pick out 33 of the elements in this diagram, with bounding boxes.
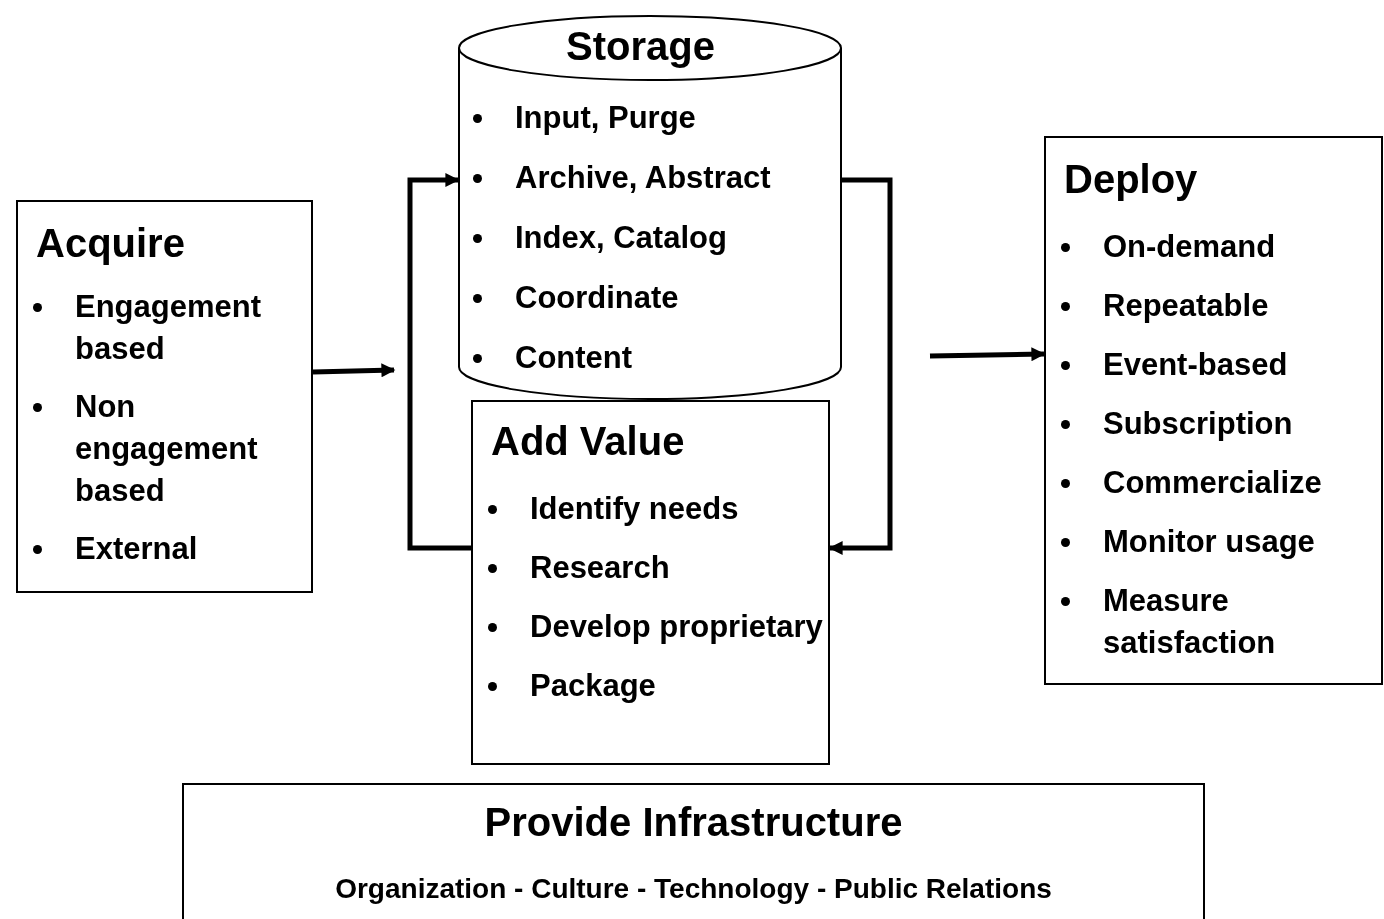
list-item: Non engagement based (75, 389, 258, 508)
heading: Acquire (36, 220, 185, 266)
storage-cylinder (458, 15, 842, 400)
heading: Add Value (491, 418, 685, 464)
heading: Storage (566, 23, 715, 69)
process-box (1044, 136, 1383, 685)
list-item: Event-based (1103, 347, 1288, 382)
list-item: External (75, 531, 198, 566)
list-item: Engagement based (75, 289, 262, 366)
process-box (471, 400, 830, 765)
list-item: Subscription (1103, 406, 1293, 441)
arrow (407, 173, 471, 551)
list-item: Index, Catalog (515, 220, 727, 255)
list-item: Input, Purge (515, 100, 696, 135)
list-item: On-demand (1103, 229, 1276, 264)
heading: Deploy (1064, 156, 1198, 202)
list-item: Coordinate (515, 280, 679, 315)
heading: Provide Infrastructure (483, 799, 904, 845)
list-item: Develop proprietary (530, 609, 823, 644)
process-box (16, 200, 313, 593)
list-item: Research (530, 550, 670, 585)
list-item: Identify needs (530, 491, 739, 526)
arrow (312, 363, 396, 378)
list-item: Repeatable (1103, 288, 1269, 323)
subtitle: Organization - Culture - Technology - Public Relations (334, 872, 1053, 906)
list-item: Archive, Abstract (515, 160, 771, 195)
arrow (929, 347, 1046, 362)
list-item: Commercialize (1103, 465, 1322, 500)
infrastructure-box (182, 783, 1205, 919)
list-item: Monitor usage (1103, 524, 1315, 559)
list-item: Content (515, 340, 633, 375)
list-item: Measure satisfaction (1103, 583, 1276, 660)
list-item: Package (530, 668, 656, 703)
